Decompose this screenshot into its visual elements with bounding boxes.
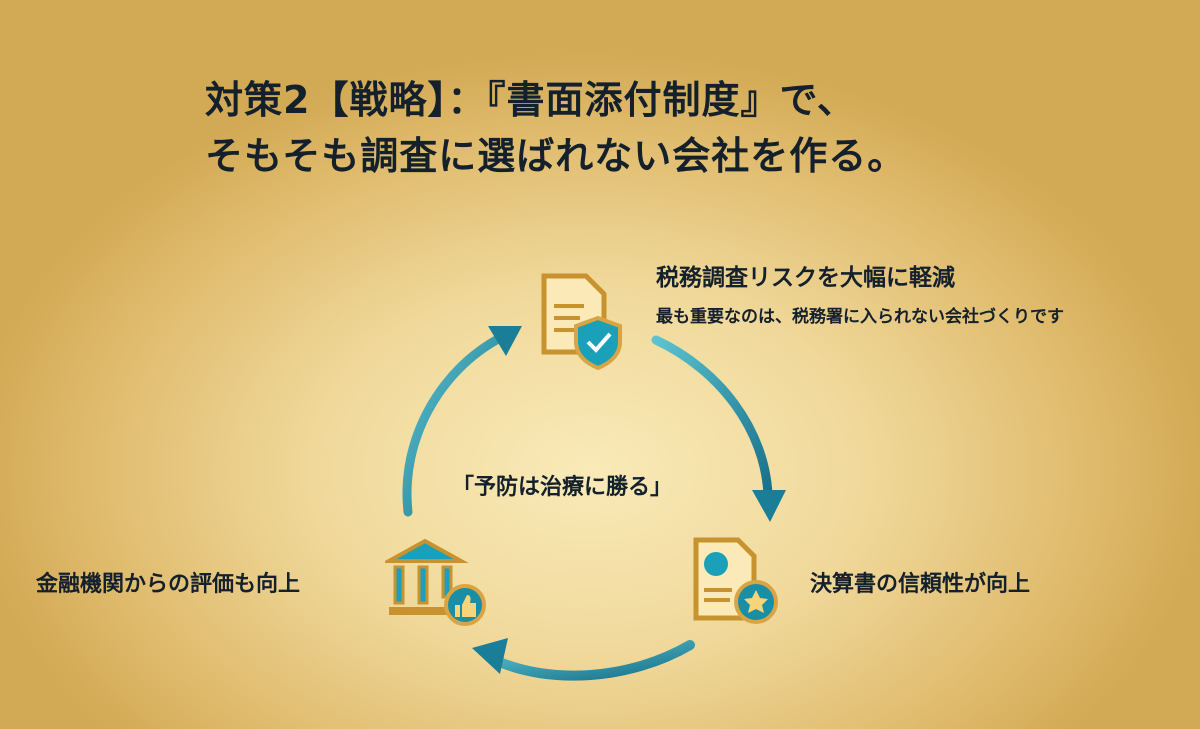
node-2-label: 決算書の信頼性が向上	[810, 572, 1031, 597]
slide-title: 対策2【戦略】：『書面添付制度』で、 そもそも調査に選ばれない会社を作る。	[205, 72, 906, 184]
report-star-icon	[693, 537, 778, 624]
arrow-right	[651, 335, 786, 522]
node-3-label: 金融機関からの評価も向上	[36, 572, 301, 597]
node-1-sublabel: 最も重要なのは、税務署に入られない会社づくりです	[656, 307, 1064, 327]
node-1-label: 税務調査リスクを大幅に軽減	[656, 265, 955, 291]
document-shield-icon	[541, 273, 622, 371]
arrow-left	[402, 326, 522, 517]
arrow-bottom	[472, 638, 695, 681]
title-line-2: そもそも調査に選ばれない会社を作る。	[205, 134, 907, 178]
center-motto: 「予防は治療に勝る」	[452, 475, 673, 500]
bank-thumbs-up-icon	[385, 538, 486, 626]
title-line-1: 対策2【戦略】：『書面添付制度』で、	[205, 78, 856, 122]
